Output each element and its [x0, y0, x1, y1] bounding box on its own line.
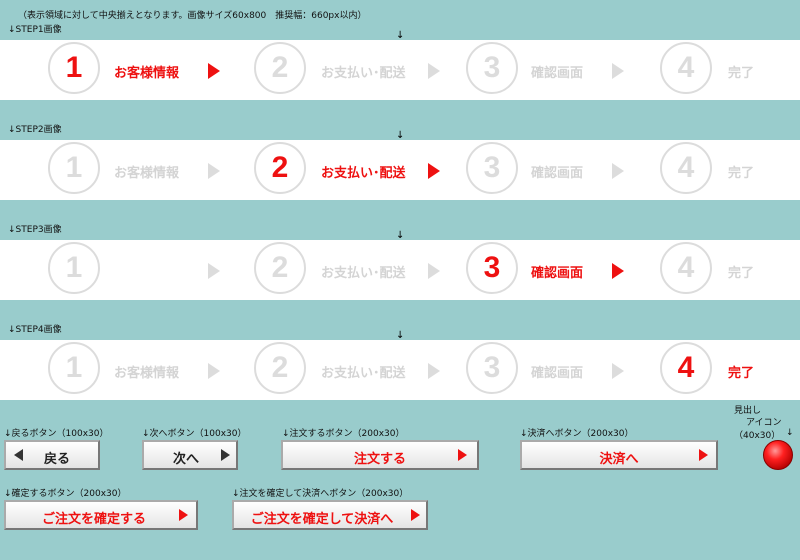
step-label-confirmation: 確認画面 [531, 266, 584, 281]
back-button-label: 戻る [43, 452, 70, 467]
step-label-payment-delivery: お支払い･配送 [321, 66, 406, 81]
step-number-4: 4 [660, 142, 712, 194]
right-triangle-icon [179, 509, 188, 521]
step-arrow-icon [612, 163, 624, 179]
red-ball-icon [763, 440, 793, 470]
step-label-complete: 完了 [728, 266, 755, 281]
step1-band: 1 お客様情報 2 お支払い･配送 3 確認画面 4 完了 [0, 40, 800, 100]
step-arrow-icon [208, 263, 220, 279]
step-number-1: 1 [48, 242, 100, 294]
right-triangle-icon [458, 449, 467, 461]
confirm-settle-button[interactable]: ご注文を確定して決済へ [232, 500, 428, 530]
step-label-payment-delivery: お支払い･配送 [321, 166, 406, 181]
order-button-label: 注文する [353, 452, 406, 467]
step4-heading: ↓STEP4画像 [8, 325, 62, 335]
next-button[interactable]: 次へ [142, 440, 238, 470]
step-label-customer-info: お客様情報 [114, 66, 180, 81]
right-triangle-icon [699, 449, 708, 461]
next-button-label: 次へ [172, 452, 199, 467]
step4-band: 1 お客様情報 2 お支払い･配送 3 確認画面 4 完了 [0, 340, 800, 400]
right-triangle-icon [411, 509, 420, 521]
step-label-confirmation: 確認画面 [531, 366, 584, 381]
step-arrow-icon [612, 263, 624, 279]
order-button[interactable]: 注文する [281, 440, 479, 470]
step-number-1: 1 [48, 342, 100, 394]
step3-band: 1 2 お支払い･配送 3 確認画面 4 完了 [0, 240, 800, 300]
step-arrow-icon [428, 363, 440, 379]
step-arrow-icon [428, 263, 440, 279]
heading-icon-caption-1: 見出し [734, 406, 762, 416]
settle-button-caption: ↓決済へボタン（200x30） [520, 429, 634, 439]
step-number-4: 4 [660, 342, 712, 394]
center-marker: ↓ [396, 230, 405, 241]
step-arrow-icon [428, 63, 440, 79]
step-number-3: 3 [466, 342, 518, 394]
step-number-2: 2 [254, 142, 306, 194]
step2-heading: ↓STEP2画像 [8, 125, 62, 135]
step-label-complete: 完了 [728, 366, 755, 381]
heading-icon-caption-2: アイコン [746, 418, 782, 428]
step-label-complete: 完了 [728, 166, 755, 181]
confirm-button[interactable]: ご注文を確定する [4, 500, 198, 530]
center-marker: ↓ [396, 130, 405, 141]
step-label-payment-delivery: お支払い･配送 [321, 266, 406, 281]
step-number-4: 4 [660, 242, 712, 294]
confirm-button-caption: ↓確定するボタン（200x30） [4, 489, 127, 499]
center-marker: ↓ [396, 330, 405, 341]
heading-icon-caption-arrow: ↓ [786, 428, 794, 438]
step-label-complete: 完了 [728, 66, 755, 81]
step3-heading: ↓STEP3画像 [8, 225, 62, 235]
step-label-confirmation: 確認画面 [531, 66, 584, 81]
step2-band: 1 お客様情報 2 お支払い･配送 3 確認画面 4 完了 [0, 140, 800, 200]
step-number-4: 4 [660, 42, 712, 94]
confirm-button-label: ご注文を確定する [41, 512, 146, 527]
step-arrow-icon [612, 63, 624, 79]
center-marker: ↓ [396, 30, 405, 41]
confirm-settle-button-caption: ↓注文を確定して決済へボタン（200x30） [232, 489, 409, 499]
order-button-caption: ↓注文するボタン（200x30） [282, 429, 405, 439]
step-arrow-icon [428, 163, 440, 179]
step-label-customer-info: お客様情報 [114, 366, 180, 381]
step-arrow-icon [208, 163, 220, 179]
step-arrow-icon [208, 63, 220, 79]
next-button-caption: ↓次へボタン（100x30） [142, 429, 247, 439]
step-label-customer-info: お客様情報 [114, 166, 180, 181]
confirm-settle-button-label: ご注文を確定して決済へ [250, 512, 394, 527]
left-triangle-icon [14, 449, 23, 461]
step-number-2: 2 [254, 42, 306, 94]
step1-heading: ↓STEP1画像 [8, 25, 62, 35]
step-number-2: 2 [254, 342, 306, 394]
step-arrow-icon [612, 363, 624, 379]
step-arrow-icon [208, 363, 220, 379]
step-number-2: 2 [254, 242, 306, 294]
heading-icon-caption-3: （40x30） [734, 431, 781, 441]
step-number-3: 3 [466, 242, 518, 294]
right-triangle-icon [221, 449, 230, 461]
top-note: （表示領域に対して中央揃えとなります。画像サイズ60x800 推奨幅：660px… [18, 11, 367, 21]
settle-button[interactable]: 決済へ [520, 440, 718, 470]
step-number-3: 3 [466, 142, 518, 194]
step-number-1: 1 [48, 42, 100, 94]
step-label-payment-delivery: お支払い･配送 [321, 366, 406, 381]
step-number-3: 3 [466, 42, 518, 94]
step-label-confirmation: 確認画面 [531, 166, 584, 181]
settle-button-label: 決済へ [599, 452, 639, 467]
step-number-1: 1 [48, 142, 100, 194]
back-button[interactable]: 戻る [4, 440, 100, 470]
back-button-caption: ↓戻るボタン（100x30） [4, 429, 109, 439]
